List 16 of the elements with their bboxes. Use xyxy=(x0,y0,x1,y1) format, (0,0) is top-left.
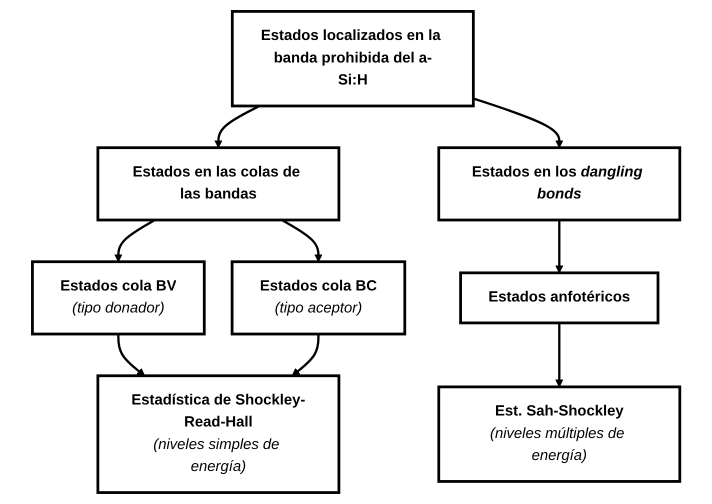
arrow xyxy=(555,322,564,388)
node-box: Estadística de Shockley-Read-Hall (niveles simples de energía) xyxy=(96,374,340,494)
arrow xyxy=(117,334,145,376)
node-box: Estados en los dangling bonds xyxy=(437,146,682,222)
node-box: Estados cola BC (tipo aceptor) xyxy=(230,260,406,336)
arrow xyxy=(214,104,260,148)
arrow xyxy=(472,97,564,148)
node-box: Estados cola BV (tipo donador) xyxy=(30,260,206,336)
arrow xyxy=(292,334,320,376)
node-box: Est. Sah-Shockley (niveles múltiples de energía) xyxy=(437,386,682,483)
node-box: Estados en las colas de las bandas xyxy=(96,146,340,222)
node-box: Estados localizados en la banda prohibida del a-Si:H xyxy=(230,10,475,108)
arrow xyxy=(114,219,156,262)
arrow xyxy=(281,219,322,262)
node-box: Estados anfotéricos xyxy=(459,271,660,324)
arrow xyxy=(555,220,564,274)
